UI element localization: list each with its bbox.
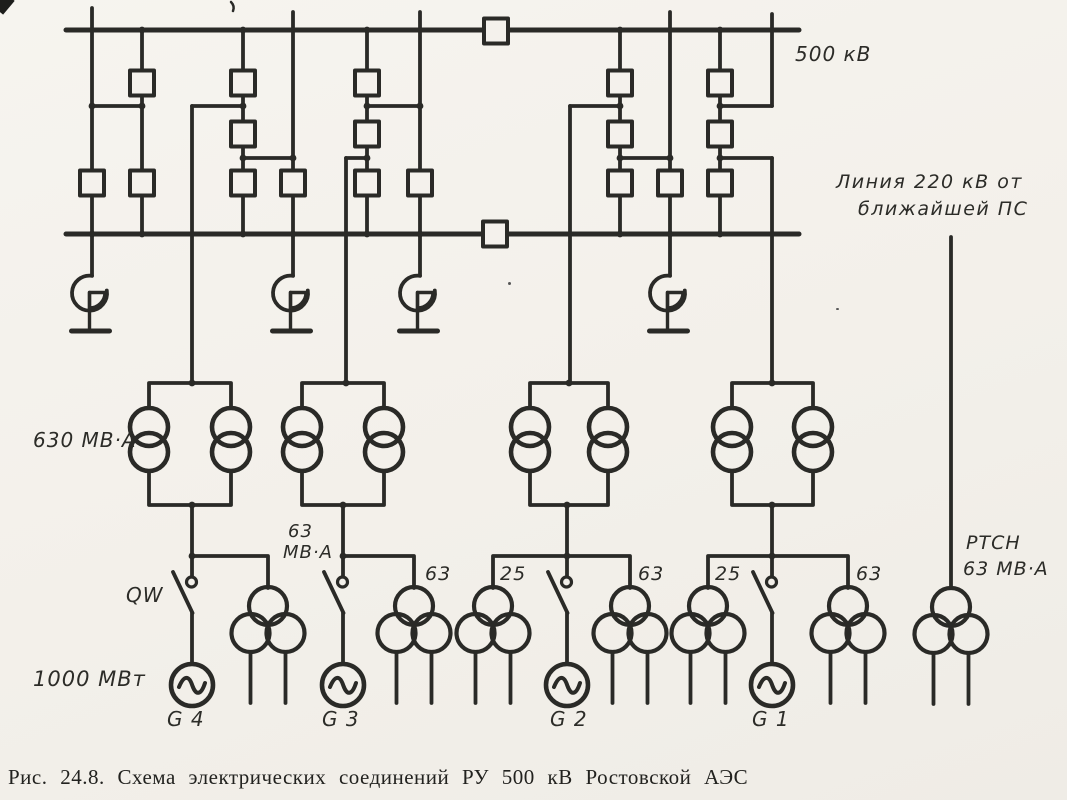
- generator-label-g3: G 3: [322, 707, 360, 731]
- disconnector-qw-icon: [171, 554, 199, 666]
- disconnector-icon: [322, 554, 350, 666]
- shunt-reactor-icon: [400, 234, 438, 331]
- transformer-2w-icon: [713, 408, 751, 471]
- main-transformer-group-d: [713, 381, 832, 558]
- unit-aux-rating-label: 63 МВ·А: [283, 521, 333, 563]
- breaker-icon: [706, 68, 734, 98]
- main-transformer-group-c: [511, 381, 627, 558]
- breaker-icon: [353, 168, 381, 198]
- aux-transformer-3w-icon: [232, 587, 305, 703]
- bus-devices: [72, 234, 688, 331]
- aux-rating-label: 63: [425, 563, 452, 585]
- unit-branch-g1: [672, 554, 885, 706]
- transformer-2w-icon: [794, 408, 832, 471]
- unit-branch-g3: [322, 554, 451, 706]
- unit-branch-g4: [171, 554, 305, 706]
- breaker-icon: [606, 168, 634, 198]
- breaker-icon: [706, 168, 734, 198]
- generator-label-g1: G 1: [752, 707, 790, 731]
- generator-label-g2: G 2: [550, 707, 588, 731]
- figure-caption: Рис. 24.8. Схема электрических соединени…: [8, 765, 749, 789]
- breaker-icon: [606, 119, 634, 149]
- breaker-icon: [353, 119, 381, 149]
- circuit-breakers: [78, 16, 734, 249]
- switch-qw-label: QW: [126, 583, 164, 607]
- generator-power-label: 1000 МВт: [33, 667, 146, 691]
- shunt-reactor-icon: [650, 234, 688, 331]
- transformer-2w-icon: [365, 408, 403, 471]
- line-220kv-label-2: ближайшей ПС: [858, 198, 1029, 220]
- line-220kv-rtsn: [915, 235, 988, 704]
- line-220kv-label-1: Линия 220 кВ от: [836, 171, 1023, 193]
- generator-label-g4: G 4: [167, 707, 205, 731]
- transformer-2w-icon: [511, 408, 549, 471]
- main-transformer-rating-label: 630 МВ·А: [33, 428, 137, 452]
- junction-links: [90, 104, 774, 160]
- disconnector-icon: [751, 554, 779, 666]
- rtsn-rating-label: 63 МВ·А: [963, 558, 1049, 580]
- rtsn-transformer-3w-icon: [915, 588, 988, 704]
- breaker-icon: [279, 168, 307, 198]
- breaker-icon: [128, 68, 156, 98]
- generator-icon: [322, 664, 364, 706]
- aux-rating-label: 63: [638, 563, 665, 585]
- busbar-voltage-label: 500 кВ: [795, 42, 872, 66]
- shunt-reactor-icon: [273, 234, 311, 331]
- aux-rating-label: 25: [715, 563, 742, 585]
- bus-sectionalizer-breaker-icon: [482, 16, 510, 46]
- aux-rating-label: 63: [856, 563, 883, 585]
- breaker-icon: [229, 68, 257, 98]
- rtsn-name-label: РТСН: [966, 532, 1021, 554]
- unit-aux-rating-line1: 63: [288, 521, 313, 542]
- aux-transformer-3w-icon: [812, 587, 885, 703]
- scan-artifact: [229, 0, 235, 13]
- breaker-icon: [706, 119, 734, 149]
- generator-icon: [171, 664, 213, 706]
- breaker-icon: [229, 168, 257, 198]
- breaker-icon: [353, 68, 381, 98]
- breaker-icon: [656, 168, 684, 198]
- breaker-icon: [78, 168, 106, 198]
- aux-transformer-3w-icon: [594, 587, 667, 703]
- generator-icon: [546, 664, 588, 706]
- disconnector-icon: [546, 554, 574, 666]
- breaker-icon: [406, 168, 434, 198]
- transformer-2w-icon: [589, 408, 627, 471]
- transformer-2w-icon: [212, 408, 250, 471]
- aux-transformer-3w-icon: [378, 587, 451, 703]
- aux-transformer-3w-icon: [457, 587, 530, 703]
- breaker-icon: [606, 68, 634, 98]
- breaker-icon: [128, 168, 156, 198]
- main-transformer-group-a: [130, 381, 250, 558]
- bus-sectionalizer-breaker-icon: [481, 219, 509, 249]
- transformer-2w-icon: [283, 408, 321, 471]
- unit-branch-g2: [457, 554, 667, 706]
- scan-speck: [836, 308, 839, 310]
- main-transformer-group-b: [283, 381, 403, 558]
- aux-transformer-3w-icon: [672, 587, 745, 703]
- unit-aux-rating-line2: МВ·А: [283, 542, 333, 563]
- scan-speck: [508, 282, 511, 285]
- breaker-icon: [229, 119, 257, 149]
- aux-rating-label: 25: [500, 563, 527, 585]
- generator-icon: [751, 664, 793, 706]
- shunt-reactor-icon: [72, 234, 110, 331]
